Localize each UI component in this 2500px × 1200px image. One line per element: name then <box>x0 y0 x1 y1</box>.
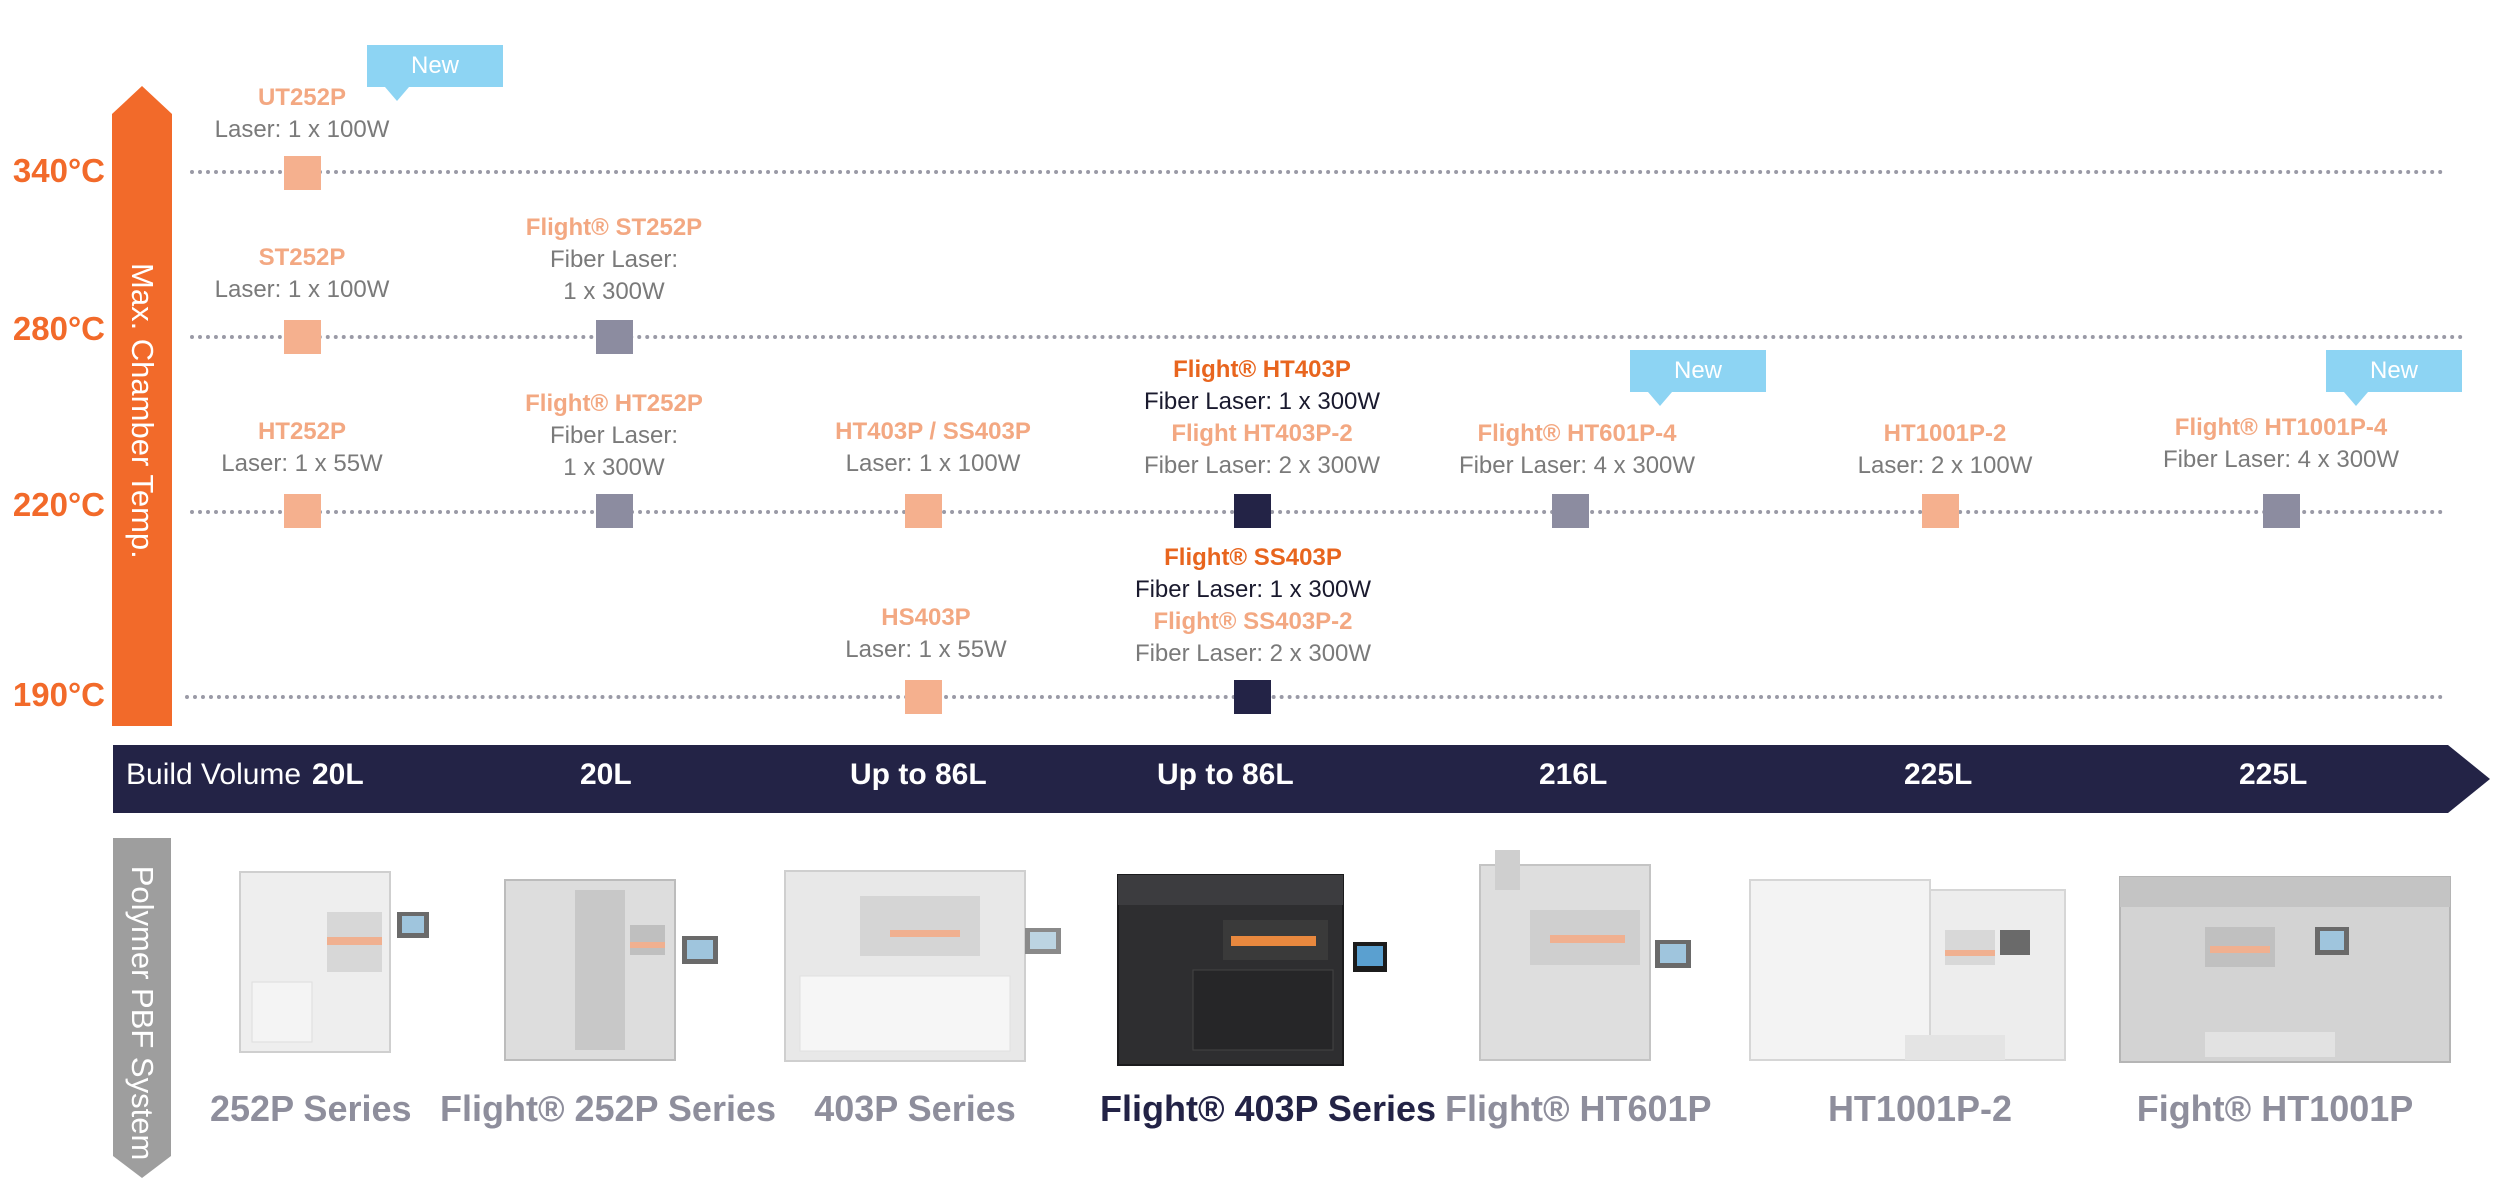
marker-flight-ht252p <box>596 494 633 528</box>
build-volume-value: 225L <box>2239 758 2308 791</box>
label-ut252p: UT252P Laser: 1 x 100W <box>202 82 402 146</box>
marker-hs403p <box>905 680 942 714</box>
product-spec: Fiber Laser: <box>549 422 679 449</box>
product-spec: Laser: 1 x 100W <box>214 276 390 303</box>
level-line-280 <box>190 335 2465 339</box>
printer-flight-252p-image <box>504 879 718 1061</box>
product-name: Flight® HT252P <box>525 390 703 417</box>
product-name: ST252P <box>258 244 346 271</box>
product-spec-2: Fiber Laser: 2 x 300W <box>1143 452 1381 479</box>
product-name: Flight® ST252P <box>525 214 703 241</box>
series-label: 403P Series <box>814 1088 1016 1129</box>
new-badge-tail <box>1648 392 1672 406</box>
level-line-220 <box>190 510 2445 514</box>
build-volume-value: Up to 86L <box>850 758 987 791</box>
level-line-340 <box>190 170 2445 174</box>
marker-flight-ss403p <box>1234 680 1271 714</box>
series-label: Flight® 403P Series <box>1100 1088 1437 1129</box>
label-ht252p: HT252P Laser: 1 x 55W <box>202 416 402 480</box>
product-spec: Laser: 1 x 55W <box>845 636 1007 663</box>
label-flight-ht1001p4: Flight® HT1001P-4 Fiber Laser: 4 x 300W <box>2131 412 2431 476</box>
product-spec-2: Fiber Laser: 2 x 300W <box>1134 640 1372 667</box>
polymer-pbf-system-arrow <box>113 838 171 1178</box>
build-volume-title: Build Volume <box>126 758 302 791</box>
temp-label-190: 190°C <box>12 676 105 713</box>
product-spec: Laser: 2 x 100W <box>1857 452 2033 479</box>
new-badge-tail <box>2344 392 2368 406</box>
marker-flight-ht403p <box>1234 494 1271 528</box>
product-name: HT403P / SS403P <box>835 418 1031 445</box>
product-spec: Fiber Laser: 1 x 300W <box>1143 388 1381 415</box>
product-name: Flight® HT403P <box>1173 356 1351 383</box>
label-flight-ss403p: Flight® SS403P Fiber Laser: 1 x 300W Fli… <box>1103 542 1403 670</box>
product-name-2: Flight HT403P-2 <box>1171 420 1353 447</box>
product-name: Flight® HT1001P-4 <box>2174 414 2388 441</box>
printer-flight-ht601p-image <box>1479 850 1691 1061</box>
product-spec: Laser: 1 x 100W <box>214 116 390 143</box>
product-spec: 1 x 300W <box>563 454 665 481</box>
temp-label-280: 280°C <box>12 310 105 347</box>
series-label: Flight® 252P Series <box>440 1088 777 1129</box>
new-badge-ht601p4: New <box>1630 350 1766 392</box>
label-st252p: ST252P Laser: 1 x 100W <box>202 242 402 306</box>
series-label: Flight® HT601P <box>1445 1088 1712 1129</box>
chamber-temp-arrow <box>112 86 172 726</box>
build-volume-value: 216L <box>1539 758 1608 791</box>
new-badge-ht1001p4: New <box>2326 350 2462 392</box>
product-name: Flight® HT601P-4 <box>1477 420 1677 447</box>
build-volume-value: 20L <box>312 758 364 791</box>
build-volume-bar <box>113 745 2490 813</box>
label-flight-ht403p: Flight® HT403P Fiber Laser: 1 x 300W Fli… <box>1112 354 1412 482</box>
product-name: HS403P <box>881 604 971 631</box>
printer-flight-403p-image <box>1117 874 1387 1066</box>
polymer-pbf-system-title: Polymer PBF System <box>125 865 160 1161</box>
marker-flight-st252p <box>596 320 633 354</box>
temp-label-220: 220°C <box>12 486 105 523</box>
label-ht1001p2: HT1001P-2 Laser: 2 x 100W <box>1820 418 2070 482</box>
series-label: Fight® HT1001P <box>2136 1088 2414 1129</box>
product-name: HT1001P-2 <box>1883 420 2007 447</box>
product-spec: Fiber Laser: <box>549 246 679 273</box>
product-spec: Fiber Laser: 4 x 300W <box>2162 446 2400 473</box>
marker-flight-ht1001p4 <box>2263 494 2300 528</box>
product-name-2: Flight® SS403P-2 <box>1153 608 1353 635</box>
product-name: UT252P <box>257 84 347 111</box>
product-spec: Laser: 1 x 100W <box>845 450 1021 477</box>
chamber-temp-axis-title: Max. Chamber Temp. <box>125 263 160 559</box>
product-spec: 1 x 300W <box>563 278 665 305</box>
printer-ht1001p2-image <box>1749 879 2066 1061</box>
temp-label-340: 340°C <box>12 152 105 189</box>
printer-403p-image <box>784 870 1061 1062</box>
label-flight-st252p: Flight® ST252P Fiber Laser: 1 x 300W <box>514 212 714 308</box>
label-flight-ht601p4: Flight® HT601P-4 Fiber Laser: 4 x 300W <box>1427 418 1727 482</box>
label-flight-ht252p: Flight® HT252P Fiber Laser: 1 x 300W <box>514 388 714 484</box>
marker-st252p <box>284 320 321 354</box>
marker-ht403p-ss403p <box>905 494 942 528</box>
marker-ut252p <box>284 156 321 190</box>
marker-ht1001p2 <box>1922 494 1959 528</box>
series-label: 252P Series <box>210 1088 412 1129</box>
printer-flight-ht1001p-image <box>2119 876 2451 1063</box>
build-volume-value: 225L <box>1904 758 1973 791</box>
product-name: Flight® SS403P <box>1164 544 1342 571</box>
product-spec: Laser: 1 x 55W <box>221 450 383 477</box>
label-ht403p-ss403p: HT403P / SS403P Laser: 1 x 100W <box>813 416 1053 480</box>
build-volume-value: 20L <box>580 758 632 791</box>
product-name: HT252P <box>257 418 347 445</box>
marker-ht252p <box>284 494 321 528</box>
new-badge-tail <box>385 87 409 101</box>
series-label: HT1001P-2 <box>1827 1088 2013 1129</box>
label-hs403p: HS403P Laser: 1 x 55W <box>826 602 1026 666</box>
build-volume-value: Up to 86L <box>1157 758 1294 791</box>
product-spec: Fiber Laser: 1 x 300W <box>1134 576 1372 603</box>
product-spec: Fiber Laser: 4 x 300W <box>1458 452 1696 479</box>
new-badge-ut252p: New <box>367 45 503 87</box>
printer-252p-image <box>239 871 429 1053</box>
marker-flight-ht601p4 <box>1552 494 1589 528</box>
level-line-190 <box>185 695 2445 699</box>
